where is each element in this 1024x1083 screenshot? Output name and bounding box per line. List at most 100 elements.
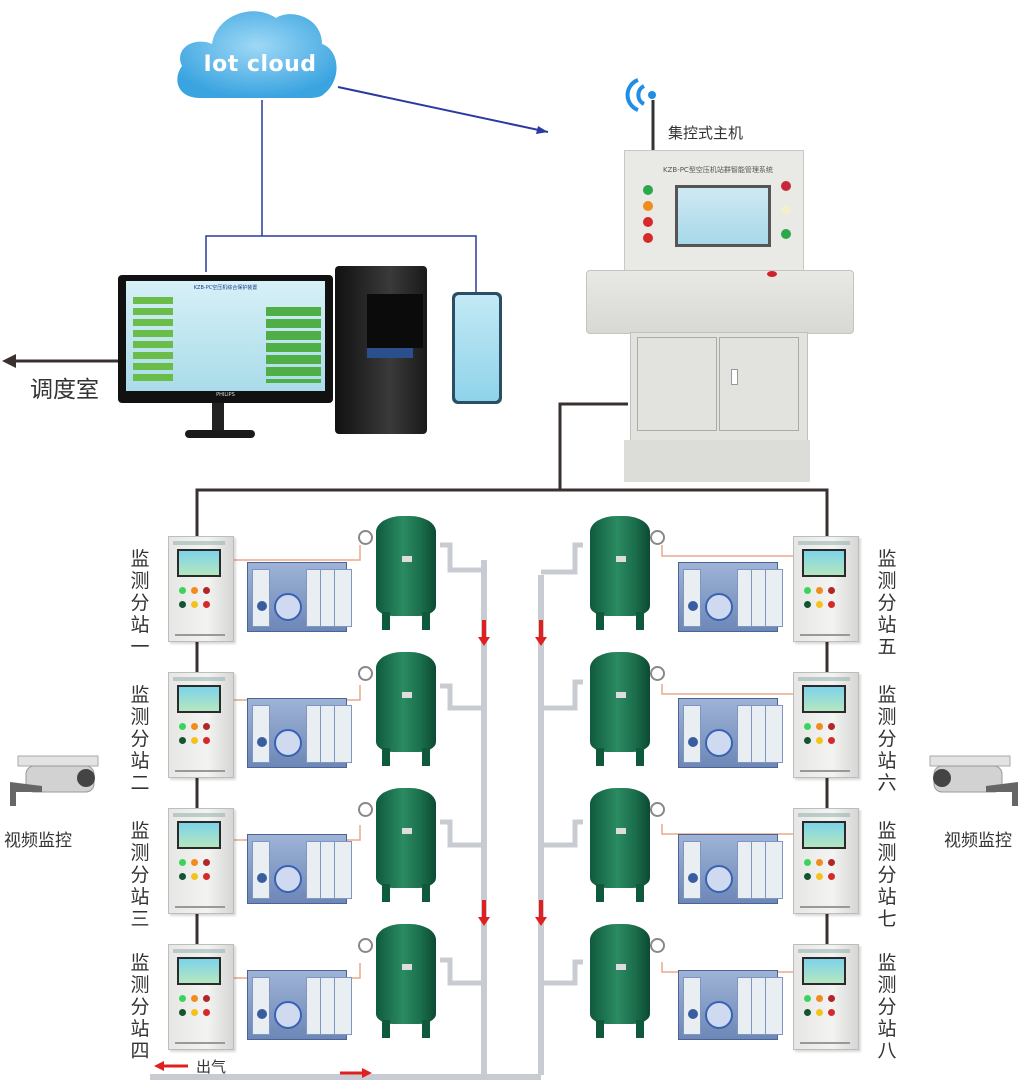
- monitoring-substation-5: [793, 536, 859, 642]
- substation-lamp: [816, 723, 823, 730]
- substation-touchscreen[interactable]: [802, 957, 846, 985]
- reset-button[interactable]: [781, 205, 791, 215]
- monitoring-substation-8: [793, 944, 859, 1050]
- air-tank-5: [590, 516, 650, 634]
- substation-lamp: [828, 587, 835, 594]
- tank-body: [376, 516, 436, 616]
- substation-lamp[interactable]: [191, 601, 198, 608]
- host-touchscreen[interactable]: [675, 185, 771, 247]
- dispatch-label: 调度室: [30, 377, 99, 403]
- substation-lamp[interactable]: [179, 1009, 186, 1016]
- substation-touchscreen[interactable]: [802, 821, 846, 849]
- substation-header: [173, 677, 225, 681]
- tank-leg: [422, 612, 430, 630]
- substation-touchscreen[interactable]: [802, 549, 846, 577]
- monitor-screen-title: KZB-PC空压机综合保护装置: [193, 285, 258, 291]
- station-label-7: 监测分站七: [877, 820, 897, 930]
- substation-touchscreen[interactable]: [177, 957, 221, 985]
- air-compressor-1: [247, 562, 352, 632]
- substation-lamp[interactable]: [191, 737, 198, 744]
- compressor-panel: [252, 841, 270, 899]
- fan-icon: [274, 1001, 302, 1029]
- substation-lamp[interactable]: [203, 873, 210, 880]
- substation-lamp: [816, 587, 823, 594]
- phone-screen[interactable]: [455, 295, 499, 401]
- run-lamp: [643, 185, 653, 195]
- emergency-stop-icon[interactable]: [767, 271, 777, 277]
- cloud-icon: [177, 11, 337, 98]
- compressor-panel: [334, 977, 352, 1035]
- substation-lamp: [816, 859, 823, 866]
- air-tank-8: [590, 924, 650, 1042]
- substation-lamp[interactable]: [816, 873, 823, 880]
- substation-lamp[interactable]: [179, 601, 186, 608]
- start-button[interactable]: [781, 229, 791, 239]
- substation-lamp[interactable]: [203, 601, 210, 608]
- tank-leg: [422, 1020, 430, 1038]
- substation-nameplate: [175, 634, 225, 636]
- tank-leg: [596, 748, 604, 766]
- substation-nameplate: [800, 770, 850, 772]
- substation-touchscreen[interactable]: [802, 685, 846, 713]
- substation-lamp[interactable]: [804, 1009, 811, 1016]
- substation-lamp: [828, 859, 835, 866]
- air-compressor-2: [247, 698, 352, 768]
- substation-lamp[interactable]: [203, 1009, 210, 1016]
- air-tank-6: [590, 652, 650, 770]
- fan-icon: [705, 1001, 733, 1029]
- substation-nameplate: [800, 1042, 850, 1044]
- substation-lamp[interactable]: [179, 737, 186, 744]
- station-label-8: 监测分站八: [877, 952, 897, 1062]
- substation-lamp: [804, 587, 811, 594]
- substation-touchscreen[interactable]: [177, 821, 221, 849]
- substation-lamp[interactable]: [828, 737, 835, 744]
- substation-lamp[interactable]: [804, 601, 811, 608]
- flow-arrow-icon: [478, 620, 490, 646]
- monitor-screen[interactable]: KZB-PC空压机综合保护装置: [126, 281, 325, 391]
- tank-nameplate: [616, 556, 626, 562]
- substation-touchscreen[interactable]: [177, 685, 221, 713]
- monitoring-substation-1: [168, 536, 234, 642]
- compressor-indicator: [257, 1009, 267, 1019]
- compressor-panel: [334, 841, 352, 899]
- air-compressor-8: [678, 970, 783, 1040]
- alarm-lamp: [643, 201, 653, 211]
- client-branch-link: [205, 235, 477, 292]
- video-label-right: 视频监控: [944, 831, 1012, 851]
- pressure-gauge-icon: [650, 666, 665, 681]
- substation-touchscreen[interactable]: [177, 549, 221, 577]
- substation-lamp[interactable]: [816, 737, 823, 744]
- substation-lamp: [203, 859, 210, 866]
- tank-body: [590, 788, 650, 888]
- host-base: [624, 440, 810, 482]
- substation-header: [798, 813, 850, 817]
- iot-cloud: [172, 0, 340, 105]
- substation-lamp: [191, 859, 198, 866]
- tank-leg: [422, 748, 430, 766]
- substation-lamp: [191, 723, 198, 730]
- substation-lamp[interactable]: [191, 873, 198, 880]
- substation-lamp[interactable]: [828, 1009, 835, 1016]
- substation-lamp[interactable]: [804, 873, 811, 880]
- substation-lamp[interactable]: [828, 873, 835, 880]
- tank-body: [376, 788, 436, 888]
- substation-lamp: [179, 723, 186, 730]
- substation-nameplate: [175, 1042, 225, 1044]
- substation-lamp[interactable]: [816, 601, 823, 608]
- substation-lamp[interactable]: [191, 1009, 198, 1016]
- tank-leg: [636, 748, 644, 766]
- substation-lamp[interactable]: [816, 1009, 823, 1016]
- tank-body: [376, 652, 436, 752]
- monitor-menu: [133, 297, 173, 383]
- estop-button[interactable]: [781, 181, 791, 191]
- compressor-panel: [334, 569, 352, 627]
- substation-lamp[interactable]: [804, 737, 811, 744]
- flow-arrow-icon: [478, 900, 490, 926]
- substation-lamp[interactable]: [203, 737, 210, 744]
- air-compressor-6: [678, 698, 783, 768]
- substation-lamp: [804, 995, 811, 1002]
- substation-lamp[interactable]: [828, 601, 835, 608]
- substation-lamp: [191, 995, 198, 1002]
- substation-lamp[interactable]: [179, 873, 186, 880]
- pressure-gauge-icon: [358, 530, 373, 545]
